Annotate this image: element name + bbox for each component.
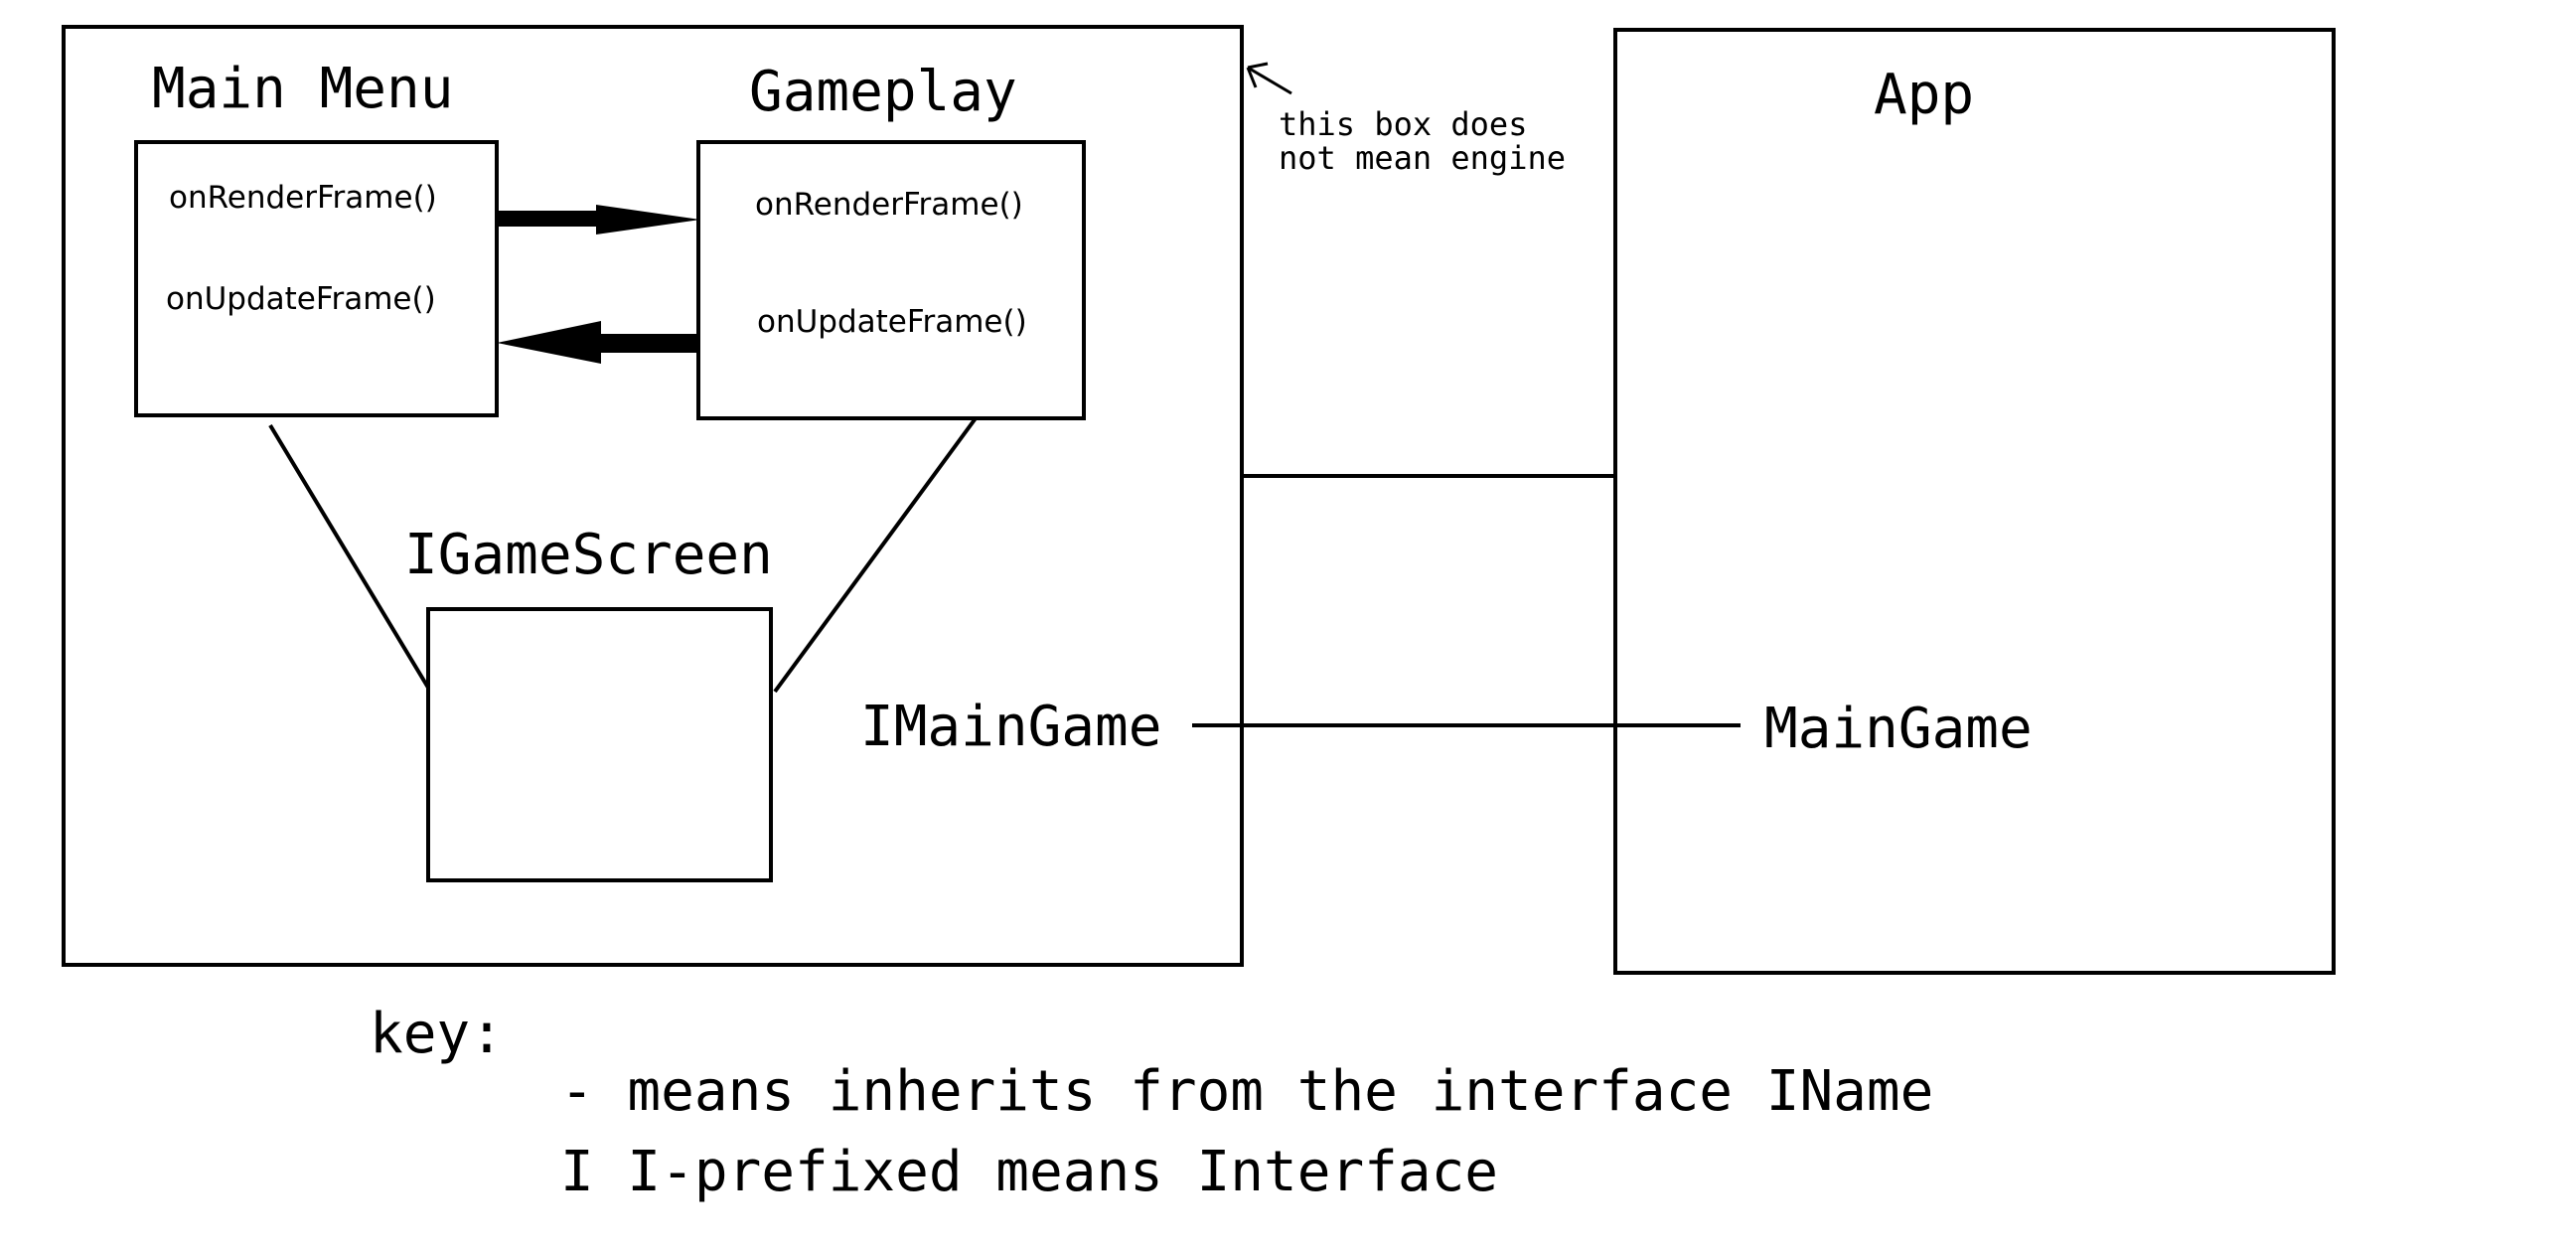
app-box bbox=[1613, 28, 2336, 975]
inherit-line-main-menu bbox=[268, 423, 430, 690]
engine-note-line-1: this box does bbox=[1279, 105, 1527, 143]
key-line-1: - means inherits from the interface INam… bbox=[560, 1059, 1933, 1124]
main-menu-method-update: onUpdateFrame() bbox=[166, 281, 436, 317]
arrow-main-menu-to-gameplay bbox=[497, 205, 700, 235]
gameplay-title: Gameplay bbox=[749, 60, 1017, 124]
app-title: App bbox=[1874, 63, 1974, 127]
igamescreen-box bbox=[426, 607, 773, 882]
gameplay-method-update: onUpdateFrame() bbox=[757, 304, 1027, 340]
outer-box bbox=[62, 25, 1244, 967]
inherit-line-gameplay bbox=[773, 416, 978, 694]
engine-note-arrow-icon bbox=[1246, 62, 1292, 95]
igamescreen-title: IGameScreen bbox=[404, 523, 773, 587]
main-menu-title: Main Menu bbox=[152, 57, 453, 121]
key-line-2: I I-prefixed means Interface bbox=[560, 1140, 1498, 1204]
main-menu-box bbox=[134, 140, 499, 417]
key-title: key: bbox=[370, 1002, 504, 1066]
maingame-label: MainGame bbox=[1764, 697, 2033, 761]
gameplay-box bbox=[696, 140, 1086, 420]
main-menu-method-render: onRenderFrame() bbox=[169, 180, 437, 216]
imaingame-label: IMainGame bbox=[860, 695, 1161, 759]
arrow-gameplay-to-main-menu bbox=[497, 321, 698, 364]
gameplay-method-render: onRenderFrame() bbox=[755, 187, 1023, 223]
engine-note-line-2: not mean engine bbox=[1279, 139, 1566, 177]
